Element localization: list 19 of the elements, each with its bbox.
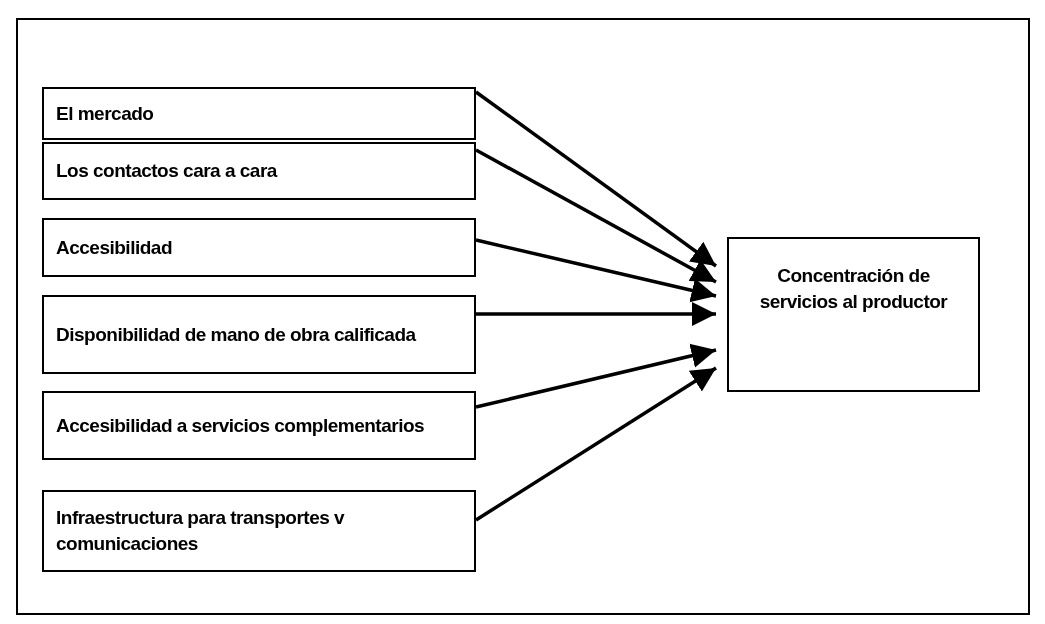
text-box [42, 295, 476, 374]
arrow [476, 301, 716, 327]
arrow [475, 148, 717, 284]
box-label: El mercado [56, 101, 155, 126]
box-label: Disponibilidad de mano de obra calificada [56, 322, 417, 347]
text-box [42, 391, 476, 460]
text-box [42, 218, 476, 277]
box-label: Los contactos cara a cara [56, 159, 279, 183]
box-label: Accesibilidad a servicios complementarios [56, 413, 426, 438]
arrow [475, 343, 717, 409]
text-box [42, 87, 476, 140]
arrow [475, 366, 717, 522]
text-box [727, 237, 980, 392]
arrow [475, 238, 717, 303]
box-label: Concentración de servicios al productor [758, 264, 949, 314]
text-box [42, 142, 476, 200]
box-label: Infraestructura para transportes v comunicaciones [56, 506, 346, 556]
text-box [42, 490, 476, 572]
box-label: Accesibilidad [56, 235, 173, 260]
